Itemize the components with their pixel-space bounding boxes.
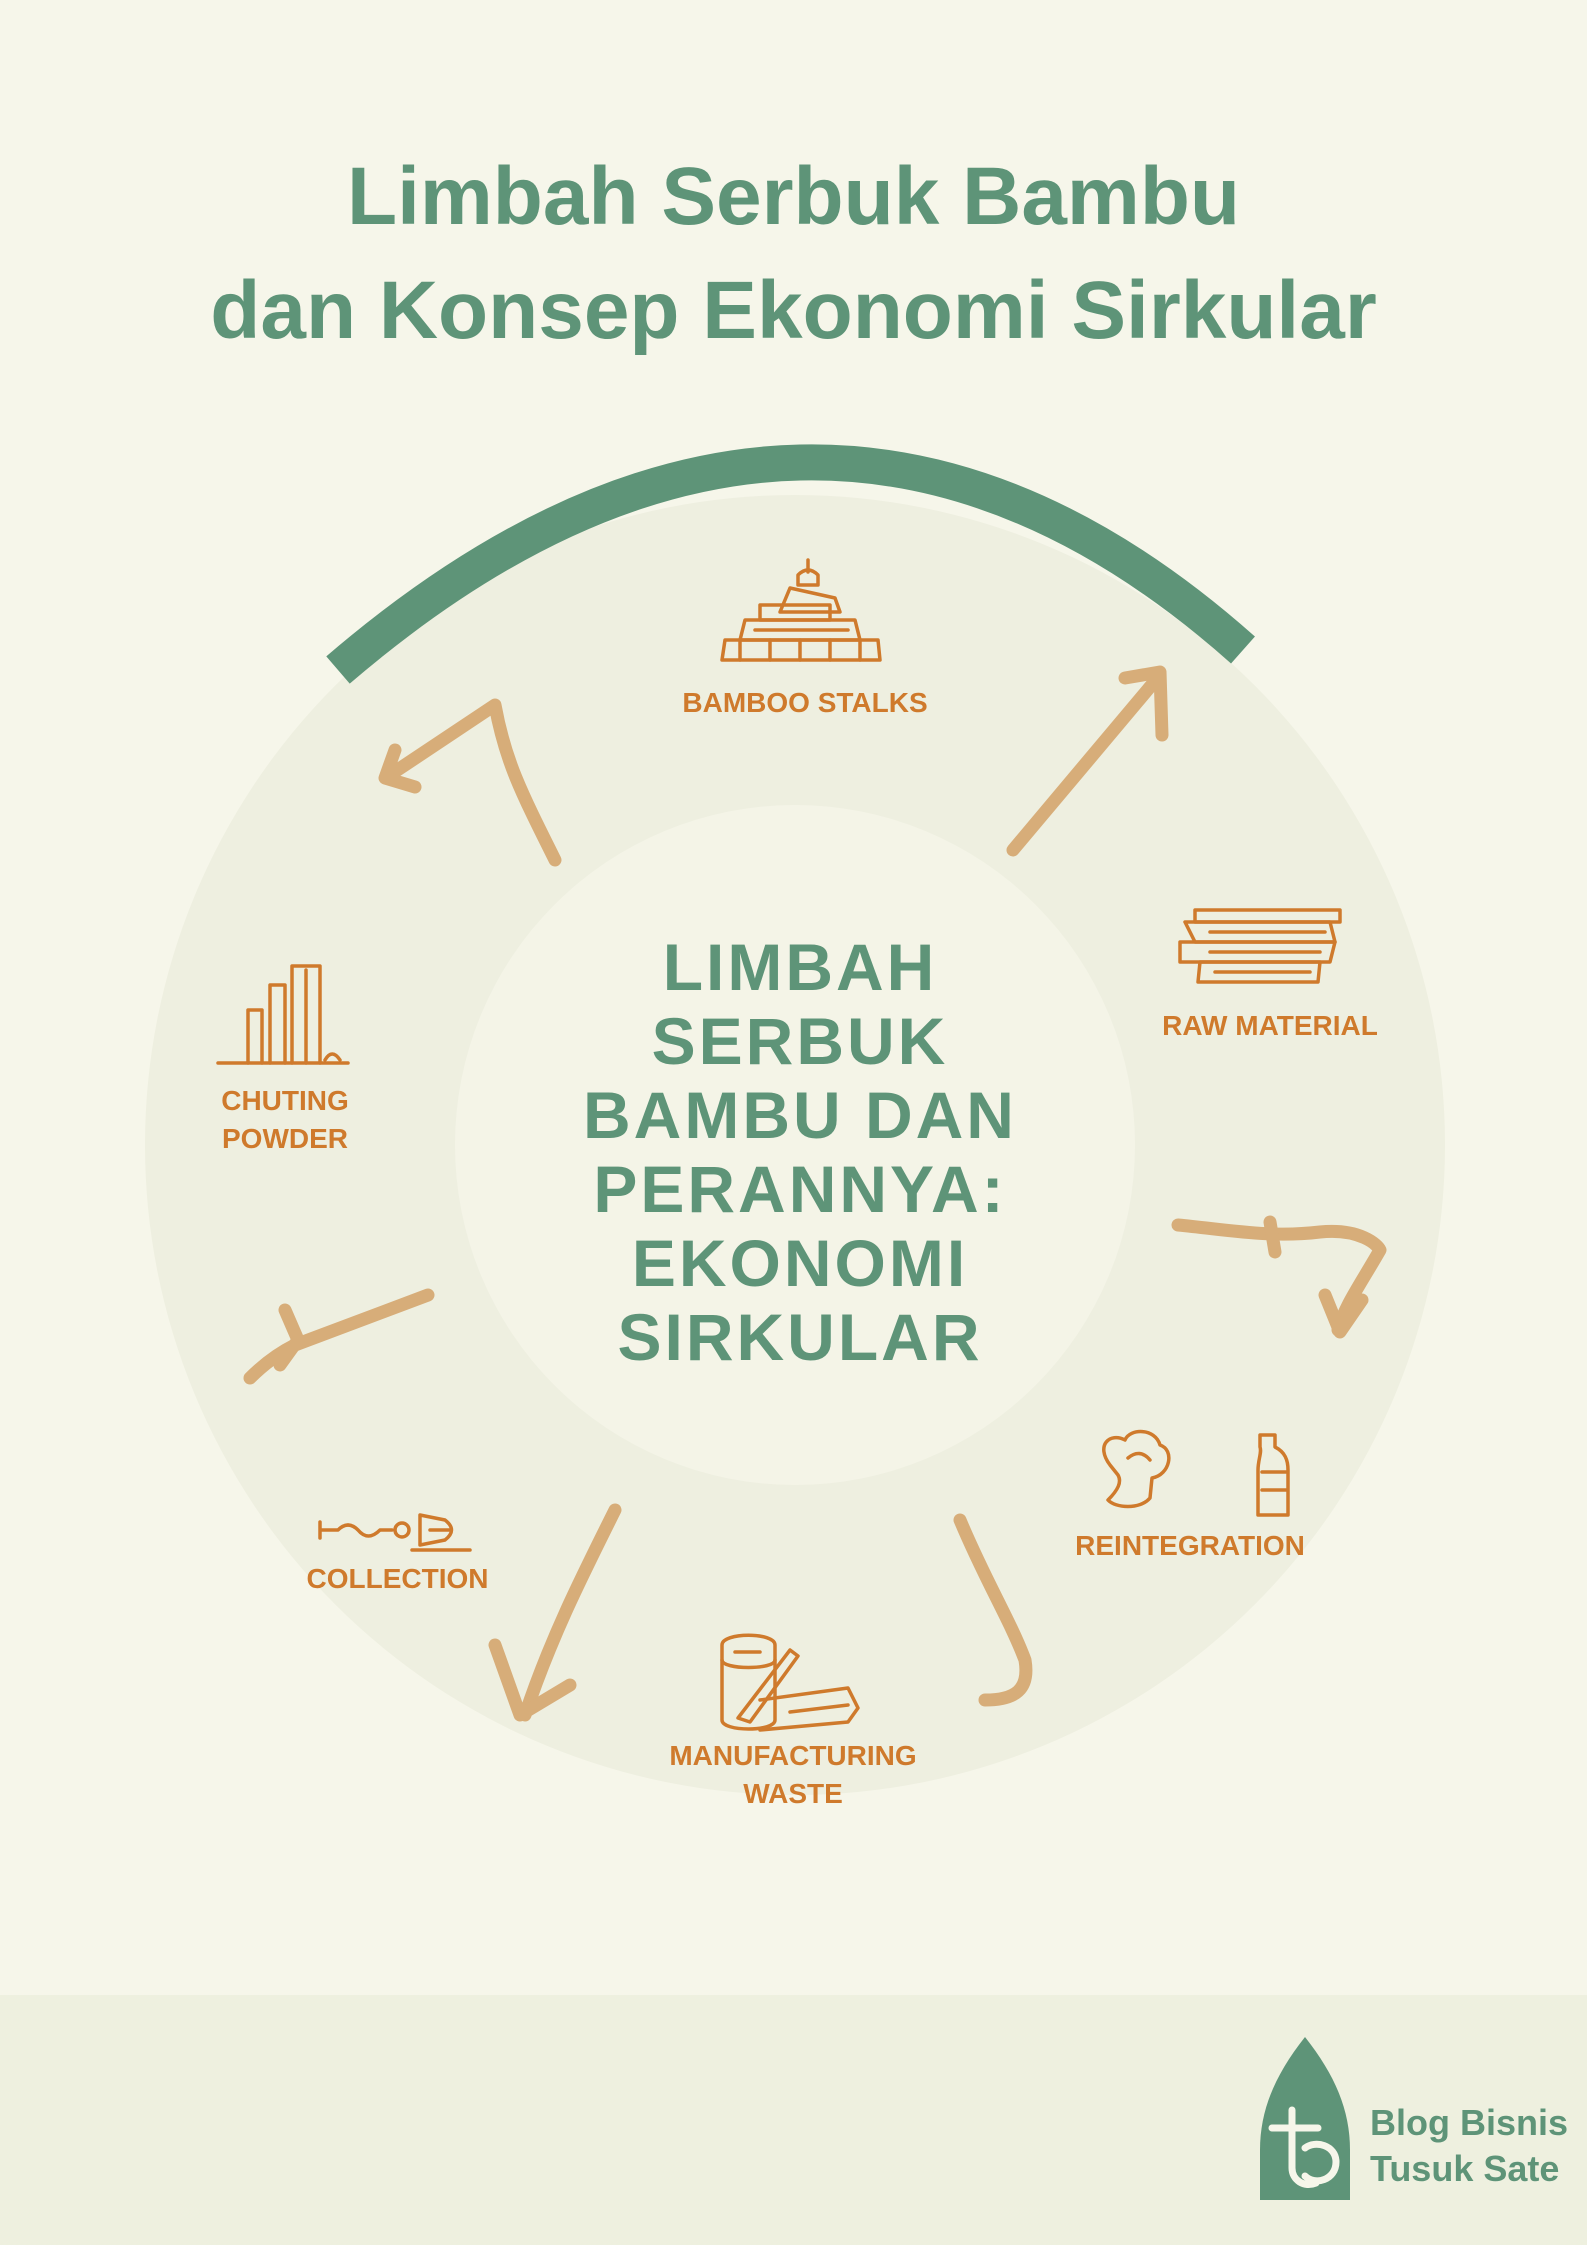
arrow-collection-to-chuting xyxy=(243,1288,435,1385)
bamboo-stalks-icon xyxy=(720,558,882,662)
arrow-raw-to-reintegration xyxy=(1171,1215,1387,1339)
stage-label-reintegration: REINTEGRATION xyxy=(1075,1530,1305,1561)
center-line-5: EKONOMI xyxy=(631,1226,969,1300)
title-line-1: Limbah Serbuk Bambu xyxy=(346,151,1241,242)
center-line-4: PERANNYA: xyxy=(593,1152,1007,1226)
title-line-2: dan Konsep Ekonomi Sirkular xyxy=(210,265,1377,356)
chuting-powder-icon xyxy=(216,964,350,1065)
raw-material-icon xyxy=(1178,908,1342,984)
center-line-1: LIMBAH xyxy=(662,930,938,1004)
manufacturing-waste-icon xyxy=(720,1633,860,1732)
arrow-manufacturing-to-collection xyxy=(488,1503,622,1722)
collection-icon xyxy=(318,1513,472,1552)
center-line-3: BAMBU DAN xyxy=(583,1078,1017,1152)
stage-label-collection: COLLECTION xyxy=(306,1563,489,1594)
stage-label-bamboo-stalks: BAMBOO STALKS xyxy=(682,687,928,718)
inner-disc xyxy=(455,805,1135,1485)
brand-line-2: Tusuk Sate xyxy=(1370,2148,1560,2189)
arrow-bamboo-to-raw xyxy=(1006,665,1169,857)
reintegration-icon xyxy=(1102,1429,1290,1517)
top-arc xyxy=(326,444,1255,684)
center-heading: LIMBAH SERBUK BAMBU DAN PERANNYA: EKONOM… xyxy=(470,930,1130,1374)
tusuk-sate-logo-icon xyxy=(1260,2037,1350,2200)
center-line-6: SIRKULAR xyxy=(617,1300,983,1374)
stage-label-manufacturing-waste: MANUFACTURING WASTE xyxy=(669,1740,917,1809)
center-line-2: SERBUK xyxy=(651,1004,949,1078)
page-title: Limbah Serbuk Bambu dan Konsep Ekonomi S… xyxy=(0,140,1587,368)
stage-label-raw-material: RAW MATERIAL xyxy=(1162,1010,1378,1041)
brand-line-1: Blog Bisnis xyxy=(1370,2102,1569,2143)
brand-name: Blog Bisnis Tusuk Sate xyxy=(1370,2100,1568,2192)
arrow-chuting-to-bamboo xyxy=(378,698,562,867)
stage-label-chuting-powder: CHUTING POWDER xyxy=(221,1085,349,1154)
arrow-reintegration-to-manufacturing xyxy=(953,1513,1033,1707)
